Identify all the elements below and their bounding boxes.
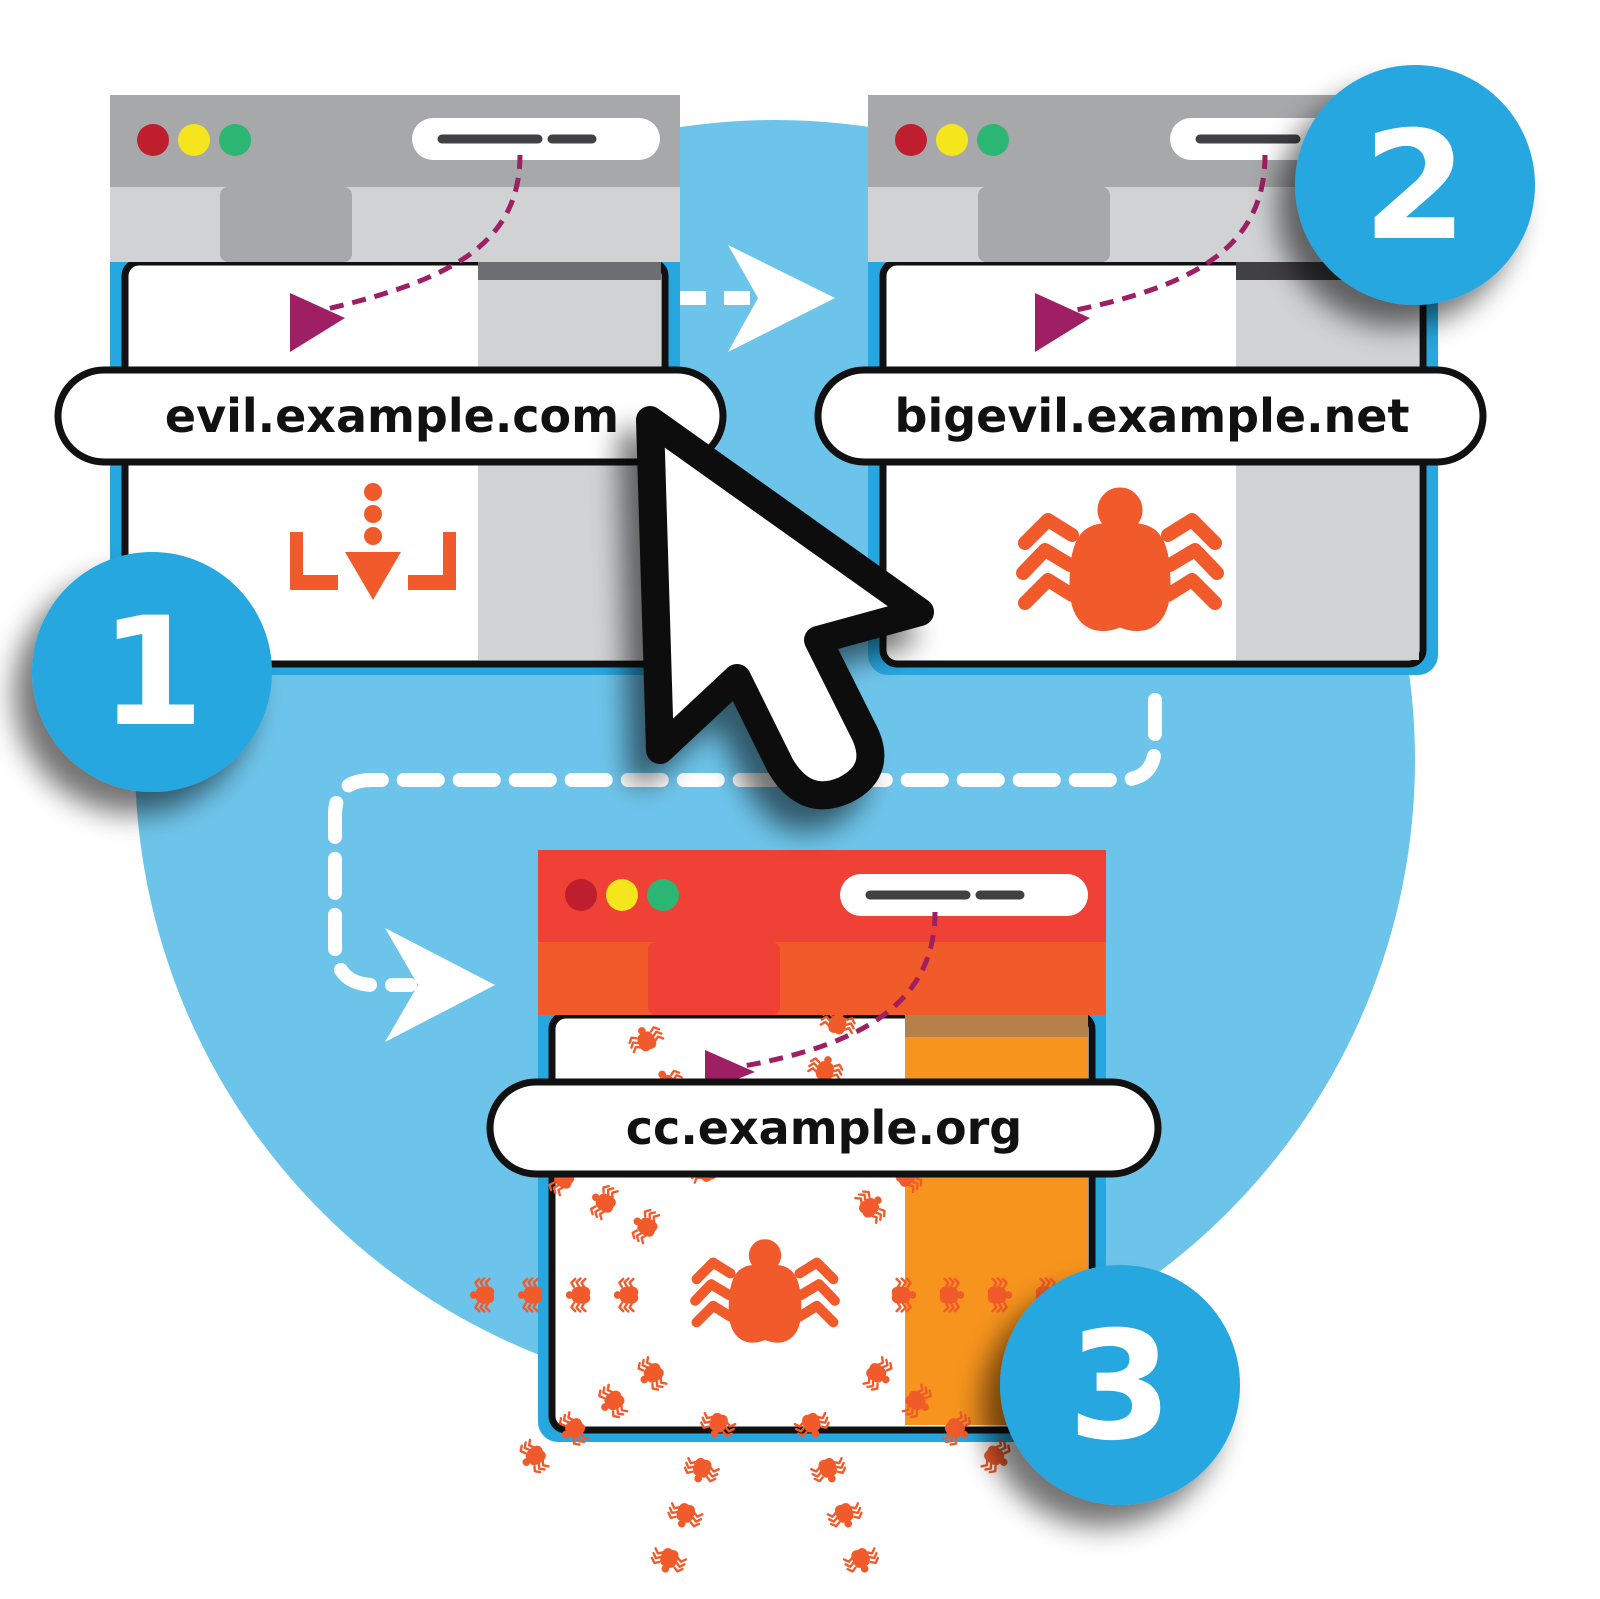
step-badge-3: 3 [1000, 1265, 1240, 1505]
small-bug-icon [840, 1542, 883, 1580]
redirect-arrowhead-icon [290, 293, 345, 352]
arrow-right-icon [385, 928, 495, 1042]
url-pill-1: evil.example.com [54, 366, 727, 466]
redirect-arrow [1049, 154, 1268, 318]
browser-window-2: bigevil.example.net [814, 95, 1487, 675]
small-bug-icon [808, 1452, 850, 1489]
download-icon [290, 483, 456, 600]
small-bug-icon [824, 1497, 867, 1535]
url-pill-2: bigevil.example.net [814, 366, 1487, 466]
step-badge-1: 1 [32, 552, 272, 792]
url-pill-3: cc.example.org [486, 1078, 1162, 1178]
small-bug-icon [647, 1542, 690, 1580]
maximize-dot-icon [977, 124, 1009, 156]
svg-text:3: 3 [1068, 1300, 1172, 1474]
small-bug-icon [512, 1435, 554, 1479]
browser-window-3: cc.example.org [468, 850, 1162, 1580]
minimize-dot-icon [936, 124, 968, 156]
tab-strip [538, 942, 1106, 1015]
url-text-3: cc.example.org [626, 1101, 1022, 1155]
mouse-pointer-icon [636, 406, 934, 810]
svg-text:2: 2 [1363, 100, 1467, 274]
close-dot-icon [895, 124, 927, 156]
small-bug-icon [663, 1497, 706, 1535]
connector-1-to-2 [680, 245, 835, 352]
close-dot-icon [565, 879, 597, 911]
url-text-2: bigevil.example.net [895, 389, 1410, 443]
active-tab [220, 187, 352, 262]
small-bug-icon [680, 1452, 722, 1489]
browser-window-1: evil.example.com [54, 95, 727, 675]
step-badge-2: 2 [1295, 65, 1535, 305]
close-dot-icon [137, 124, 169, 156]
arrow-right-icon [728, 245, 835, 352]
minimize-dot-icon [178, 124, 210, 156]
connector-2-to-3 [328, 693, 1162, 1042]
redirect-arrowhead-icon [1035, 293, 1090, 352]
small-bug-icon [976, 1435, 1018, 1479]
minimize-dot-icon [606, 879, 638, 911]
url-text-1: evil.example.com [165, 389, 619, 443]
redirect-arrow [719, 911, 938, 1073]
active-tab [978, 187, 1110, 262]
maximize-dot-icon [219, 124, 251, 156]
maximize-dot-icon [647, 879, 679, 911]
svg-text:1: 1 [100, 586, 204, 760]
tab-strip [110, 187, 680, 262]
redirect-arrow [299, 154, 523, 318]
active-tab [648, 942, 780, 1015]
